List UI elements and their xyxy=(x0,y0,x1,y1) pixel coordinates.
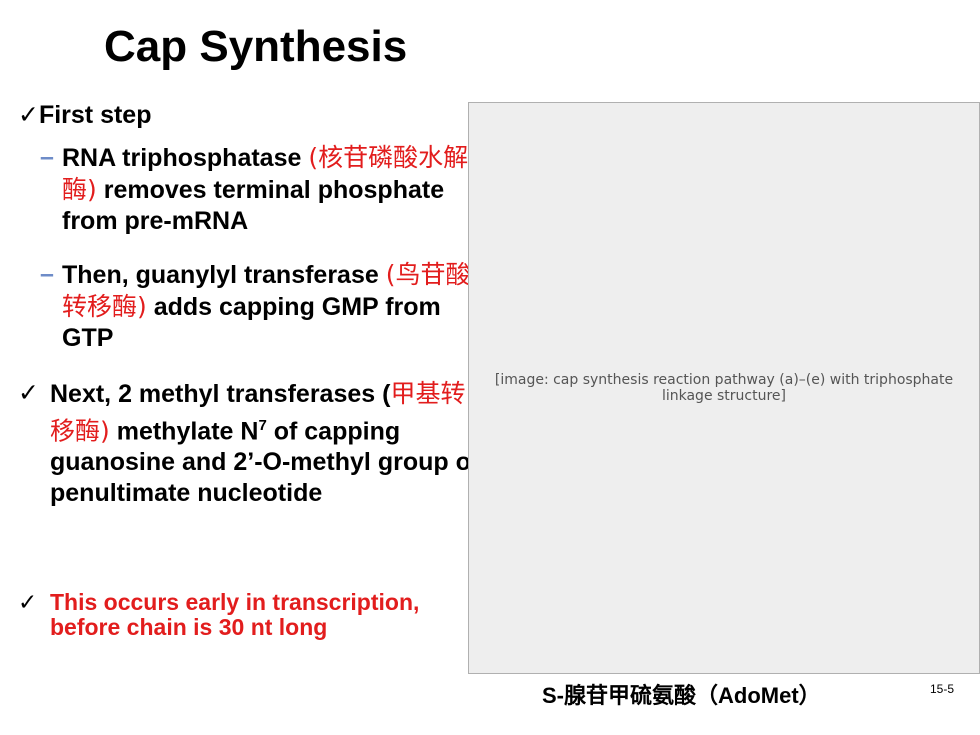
bullet-text: Next, 2 methyl transferases ( xyxy=(50,380,391,408)
bullet-methyl-transferases: ✓ Next, 2 methyl transferases (甲基转移酶) me… xyxy=(18,378,488,509)
page-number: 15-5 xyxy=(930,682,955,696)
bullet-text: removes terminal phosphate from pre-mRNA xyxy=(62,176,445,235)
sub-bullet-guanylyl: – Then, guanylyl transferase (鸟苷酸转移酶) ad… xyxy=(40,259,480,354)
bullet-chinese: (鸟苷酸转移酶) xyxy=(62,260,471,321)
bullet-occurs-early: ✓ This occurs early in transcription, be… xyxy=(18,590,468,640)
figure-caption: S-腺苷甲硫氨酸（AdoMet） xyxy=(542,683,821,708)
bullet-chinese: (核苷磷酸水解酶) xyxy=(62,143,469,204)
sub-bullet-triphosphatase: – RNA triphosphatase (核苷磷酸水解酶) removes t… xyxy=(40,142,470,237)
bullet-text: of capping guanosine and 2’-O-methyl gro… xyxy=(50,417,480,508)
check-icon: ✓ xyxy=(18,379,39,407)
dash-icon: – xyxy=(40,143,54,171)
bullet-text: methylate N xyxy=(109,417,259,446)
slide-title: Cap Synthesis xyxy=(104,22,408,71)
bullet-text: Then, guanylyl transferase xyxy=(62,261,386,289)
bullet-text: RNA triphosphatase xyxy=(62,144,309,172)
bullet-chinese: 甲基转移酶) xyxy=(50,379,466,446)
bullet-text: This occurs early in transcription, befo… xyxy=(50,589,420,640)
check-icon: ✓ xyxy=(18,589,38,615)
bullet-label: First step xyxy=(38,101,152,129)
bullet-text: adds capping GMP from GTP xyxy=(62,293,441,352)
cap-synthesis-figure: [image: cap synthesis reaction pathway (… xyxy=(468,102,980,674)
figure-placeholder: [image: cap synthesis reaction pathway (… xyxy=(494,372,954,404)
check-icon: ✓ xyxy=(18,101,39,129)
bullet-first-step: ✓First step xyxy=(18,100,151,131)
dash-icon: – xyxy=(40,260,54,288)
superscript: 7 xyxy=(258,417,267,434)
